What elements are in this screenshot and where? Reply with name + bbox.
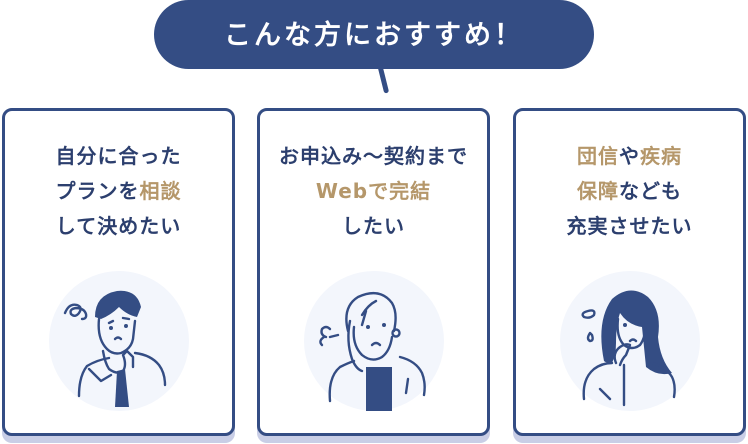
headline-line: お申込み〜契約まで: [260, 139, 487, 174]
recommendation-card-consultation: 自分に合った プランを相談 して決めたい: [2, 108, 235, 436]
woman-sighing-hand-on-cheek-icon: [304, 271, 444, 411]
card-headline: 自分に合った プランを相談 して決めたい: [5, 139, 232, 244]
recommendation-card-insurance-coverage: 団信や疾病 保障なども 充実させたい: [513, 108, 746, 436]
headline-accent-text: 団信: [577, 144, 619, 168]
headline-line: 団信や疾病: [516, 139, 743, 174]
headline-accent-text: 疾病: [640, 144, 682, 168]
woman-worried-sweat-drops-icon: [560, 271, 700, 411]
headline-text: 充実させたい: [566, 214, 693, 238]
headline-accent-text: 相談: [139, 179, 182, 203]
headline-text: プランを: [55, 179, 140, 203]
headline-line: 自分に合った: [5, 139, 232, 174]
headline-accent-text: Webで完結: [315, 179, 432, 203]
recommendation-banner: こんな方におすすめ！: [154, 0, 594, 69]
headline-accent-text: 保障: [577, 179, 619, 203]
headline-line: したい: [260, 209, 487, 244]
headline-text: したい: [342, 214, 405, 238]
card-headline: お申込み〜契約まで Webで完結 したい: [260, 139, 487, 244]
headline-line: プランを相談: [5, 174, 232, 209]
headline-text: お申込み〜契約まで: [279, 144, 468, 168]
headline-text: して決めたい: [55, 214, 182, 238]
headline-text: 自分に合った: [55, 144, 182, 168]
headline-text: や: [619, 144, 640, 168]
headline-text: なども: [619, 179, 682, 203]
banner-title: こんな方におすすめ！: [224, 20, 524, 51]
headline-line: 充実させたい: [516, 209, 743, 244]
headline-line: して決めたい: [5, 209, 232, 244]
card-headline: 団信や疾病 保障なども 充実させたい: [516, 139, 743, 244]
recommendation-card-web-application: お申込み〜契約まで Webで完結 したい: [257, 108, 490, 436]
headline-line: 保障なども: [516, 174, 743, 209]
headline-line: Webで完結: [260, 174, 487, 209]
man-thinking-hand-on-chin-icon: [49, 271, 189, 411]
